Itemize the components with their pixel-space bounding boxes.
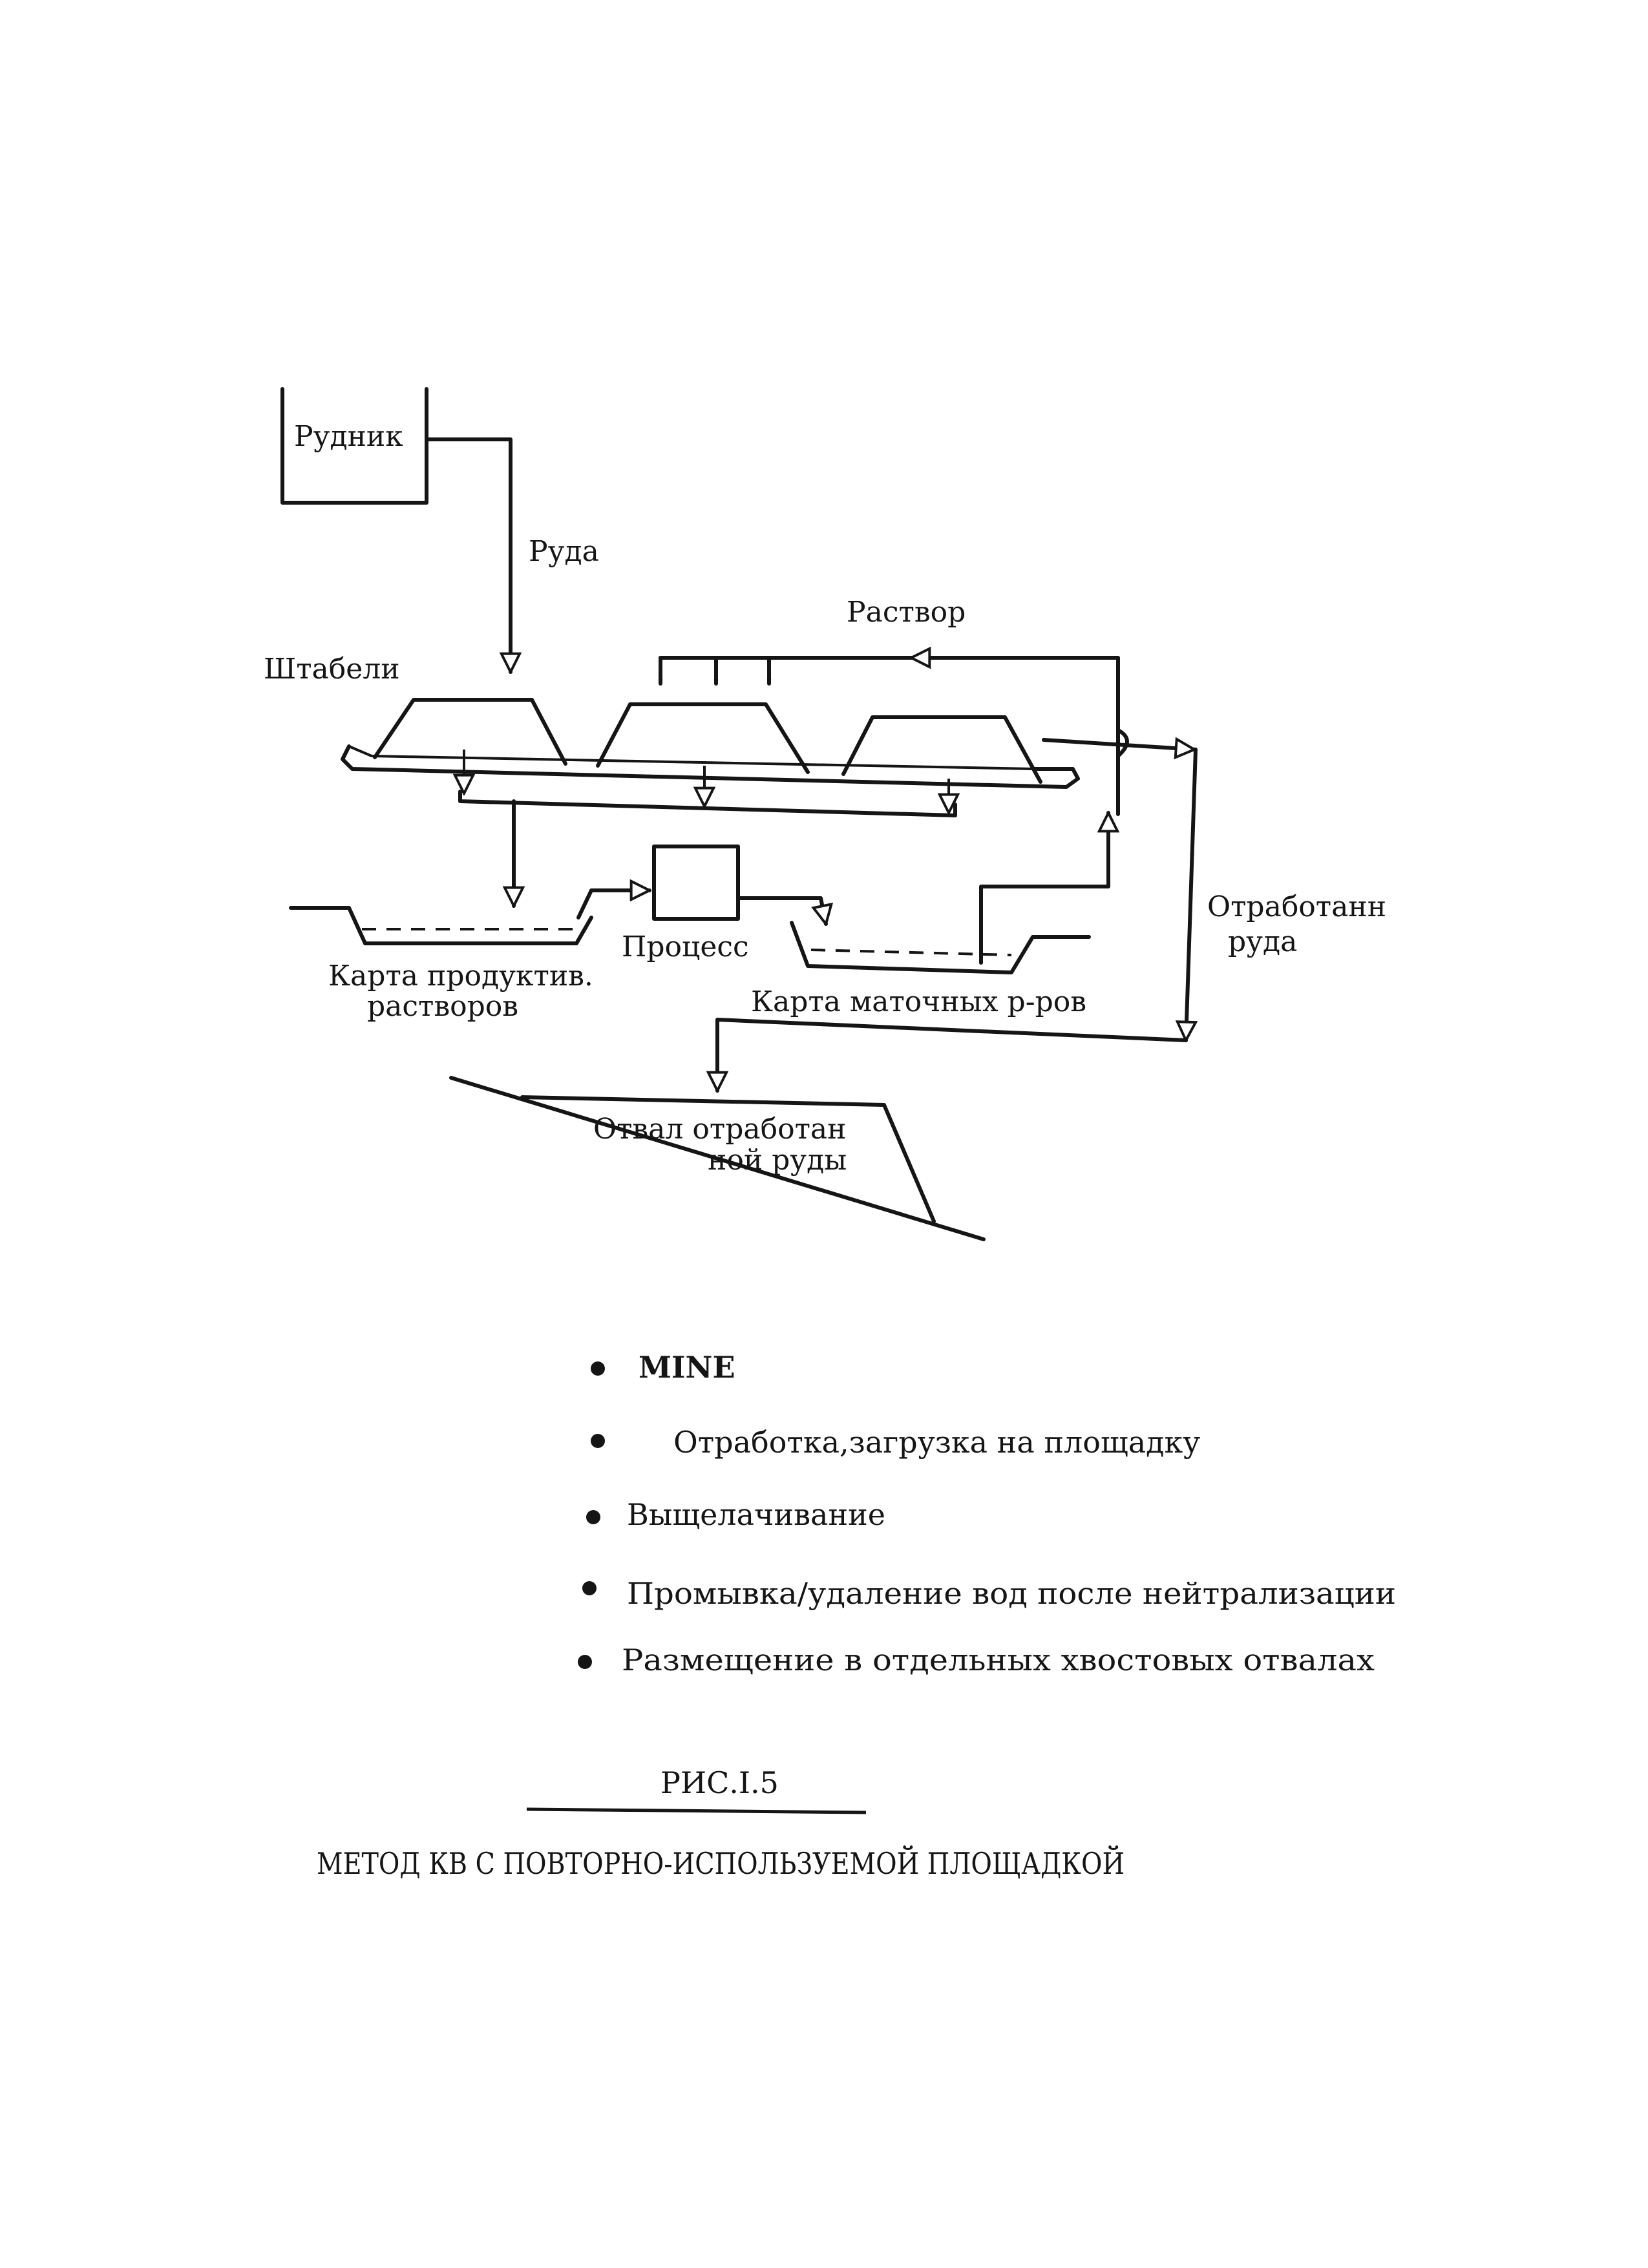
heaps-label: Штабели bbox=[264, 653, 400, 686]
barren-pond-level bbox=[810, 949, 1012, 956]
process-label: Процесс bbox=[622, 930, 749, 963]
mine-box bbox=[280, 387, 428, 505]
solution-label: Раствор bbox=[847, 596, 966, 629]
spent-ore-crossover bbox=[1116, 728, 1129, 758]
spent-ore-arrow-head bbox=[1156, 747, 1194, 750]
step-1: MINE bbox=[639, 1350, 735, 1385]
spent-dump bbox=[520, 1095, 936, 1223]
pregnant-pond-label-2: растворов bbox=[367, 990, 518, 1023]
spent-ore-label-1: Отработанн bbox=[1207, 890, 1386, 923]
spent-dump-slope bbox=[449, 1076, 986, 1241]
spent-dump-label-2: ной руды bbox=[708, 1144, 847, 1177]
heap-3 bbox=[841, 715, 1042, 784]
spent-ore-label-2: руда bbox=[1228, 925, 1297, 958]
ore-flow-line bbox=[425, 437, 511, 674]
barren-pond-label: Карта маточных р-ров bbox=[751, 985, 1086, 1018]
from-process-arrow bbox=[736, 896, 826, 924]
spent-dump-label-1: Отвал отработан bbox=[593, 1113, 846, 1146]
figure-caption: МЕТОД КВ С ПОВТОРНО-ИСПОЛЬЗУЕМОЙ ПЛОЩАДК… bbox=[317, 1845, 1125, 1881]
leach-pad-top bbox=[348, 745, 1035, 770]
ore-label: Руда bbox=[529, 535, 599, 568]
barren-recycle-line bbox=[979, 811, 1108, 965]
bullet-3 bbox=[586, 1510, 600, 1524]
bullet-2 bbox=[591, 1434, 605, 1448]
caption-rule bbox=[526, 1807, 867, 1814]
bullet-4 bbox=[582, 1581, 597, 1595]
barren-pond bbox=[790, 921, 1091, 974]
solution-line bbox=[659, 656, 1120, 816]
bullet-5 bbox=[578, 1655, 592, 1669]
collection-pipe bbox=[458, 790, 957, 817]
to-process-arrow bbox=[576, 890, 651, 919]
mine-label: Рудник bbox=[294, 420, 403, 453]
to-dump-line bbox=[717, 1018, 1188, 1093]
step-3: Выщелачивание bbox=[627, 1497, 885, 1532]
process-box bbox=[652, 845, 740, 921]
spent-ore-down-line bbox=[1186, 748, 1196, 1040]
step-5: Размещение в отдельных хвостовых отвалах bbox=[622, 1643, 1375, 1677]
figure-number: РИС.I.5 bbox=[660, 1765, 779, 1800]
step-2: Отработка,загрузка на площадку bbox=[673, 1425, 1200, 1460]
pregnant-pond-label-1: Карта продуктив. bbox=[328, 960, 593, 992]
pregnant-pond bbox=[289, 906, 593, 945]
leach-pad bbox=[341, 744, 1080, 789]
heap-1 bbox=[373, 698, 567, 766]
heap-2 bbox=[596, 702, 810, 774]
step-4: Промывка/удаление вод после нейтрализаци… bbox=[627, 1576, 1396, 1611]
bullet-1 bbox=[591, 1361, 605, 1376]
